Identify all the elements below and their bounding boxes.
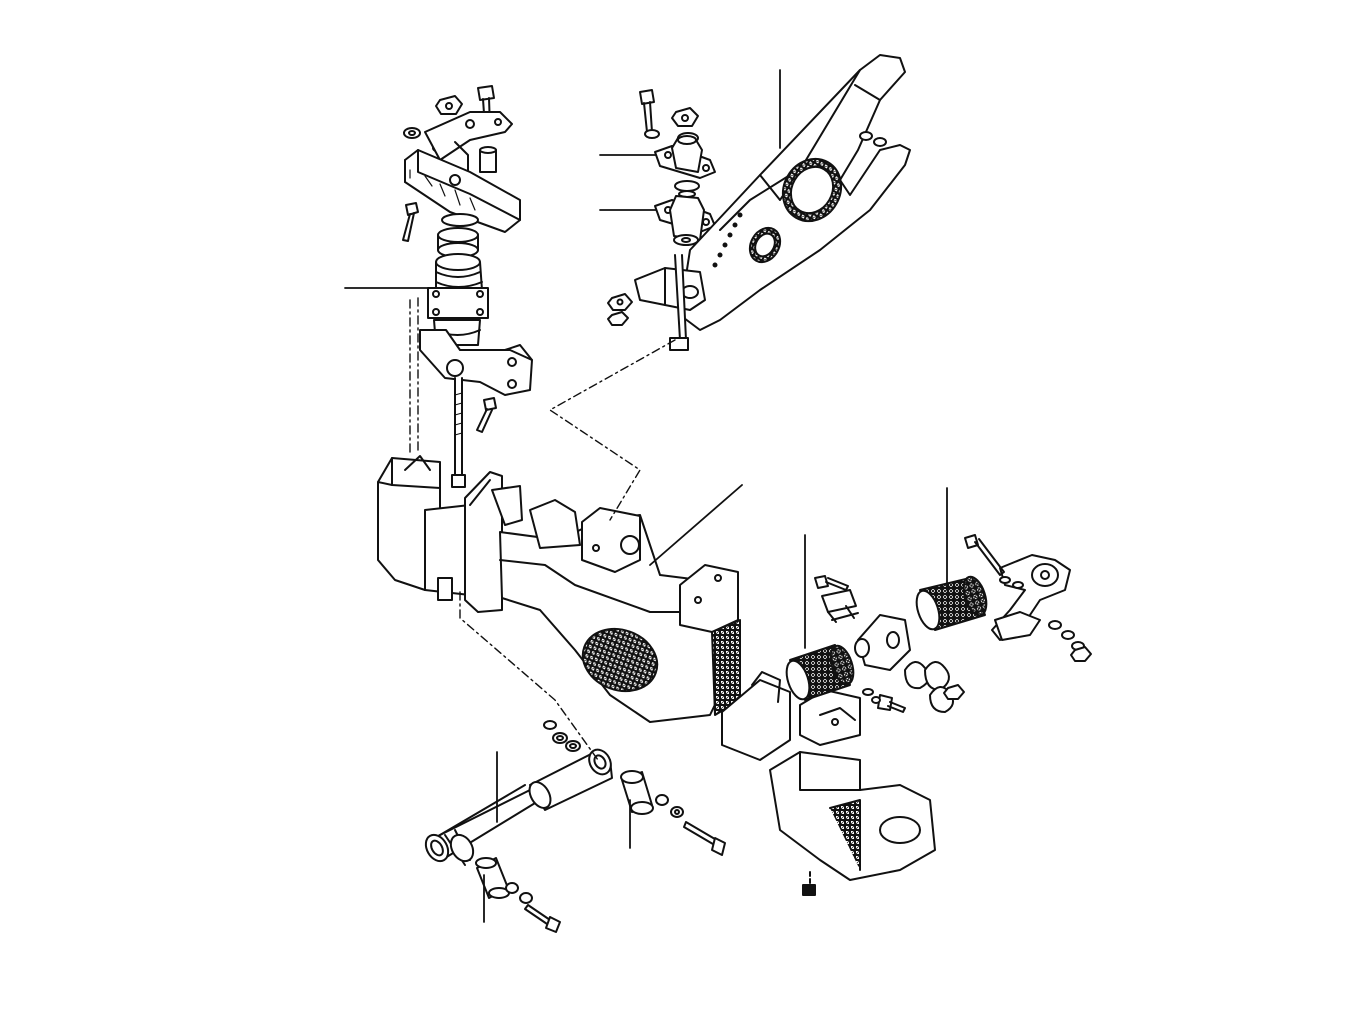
knurled-bush-icon [915,575,988,631]
bolt-icon [476,397,497,433]
nut-icon [435,95,463,115]
bolt-icon [639,89,655,133]
nut-icon [607,293,633,311]
washer-icon [644,129,660,139]
bolt-icon [524,904,561,933]
bolt-icon [683,821,726,856]
bolt-icon [964,534,1005,576]
lower-link-assembly [424,591,726,933]
nut-icon [607,311,629,326]
nut-icon [1070,646,1092,662]
washer-icon [859,131,887,147]
bolt-icon [877,694,906,713]
washer-icon [543,720,684,818]
upper-left-mount-assembly [402,85,533,488]
washer-icon [999,576,1085,651]
rear-subframe [377,455,936,896]
trailing-arm [549,54,911,521]
knurled-bush-icon [785,644,855,701]
right-bush-assembly [785,534,1092,713]
washer-icon [505,882,533,904]
nut-icon [943,684,965,700]
nut-icon [671,107,699,127]
bolt-icon [402,202,419,242]
center-mount-assembly [639,89,716,246]
bolt-icon [814,575,849,591]
leader-line [649,484,743,566]
